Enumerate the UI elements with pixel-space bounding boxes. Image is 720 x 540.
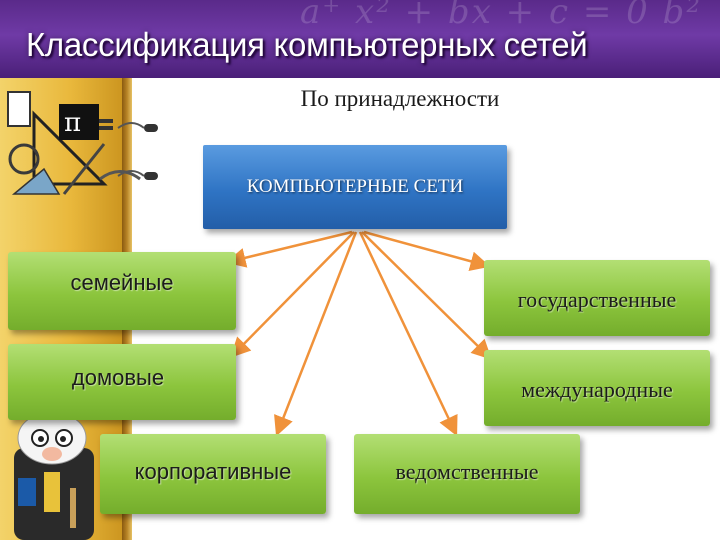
node-home: домовые [8, 344, 236, 420]
slide-title: Классификация компьютерных сетей [26, 26, 588, 63]
connector-corporate [274, 231, 358, 437]
node-departmental-label: ведомственные [395, 459, 539, 484]
root-node: КОМПЬЮТЕРНЫЕ СЕТИ [203, 145, 507, 229]
sidebar-curl-decoration [117, 122, 145, 177]
header-formula-decoration: a⁺ x² + bx + c = 0 b² [300, 0, 702, 32]
node-state: государственные [484, 260, 710, 336]
node-state-label: государственные [517, 287, 677, 312]
connector-home [230, 231, 355, 358]
node-international-label: международные [521, 377, 673, 402]
connector-departmental [358, 231, 458, 437]
node-departmental: ведомственные [354, 434, 580, 514]
svg-text:π: π [64, 108, 81, 138]
connector-family [225, 230, 353, 268]
node-international: международные [484, 350, 710, 426]
connector-state [363, 230, 491, 272]
connector-international [361, 231, 492, 360]
node-family: семейные [8, 252, 236, 330]
geometry-clipart: π [4, 84, 154, 204]
node-home-label: домовые [71, 365, 165, 390]
diagram-subtitle: По принадлежности [300, 86, 500, 111]
bullet-marker [144, 172, 158, 180]
root-node-label: КОМПЬЮТЕРНЫЕ СЕТИ [246, 176, 464, 197]
node-corporate: корпоративные [100, 434, 326, 514]
node-corporate-label: корпоративные [134, 459, 292, 484]
bullet-marker [144, 124, 158, 132]
professor-clipart [4, 408, 114, 540]
node-family-label: семейные [70, 270, 174, 295]
title-bar: a⁺ x² + bx + c = 0 b² Классификация комп… [0, 0, 720, 78]
